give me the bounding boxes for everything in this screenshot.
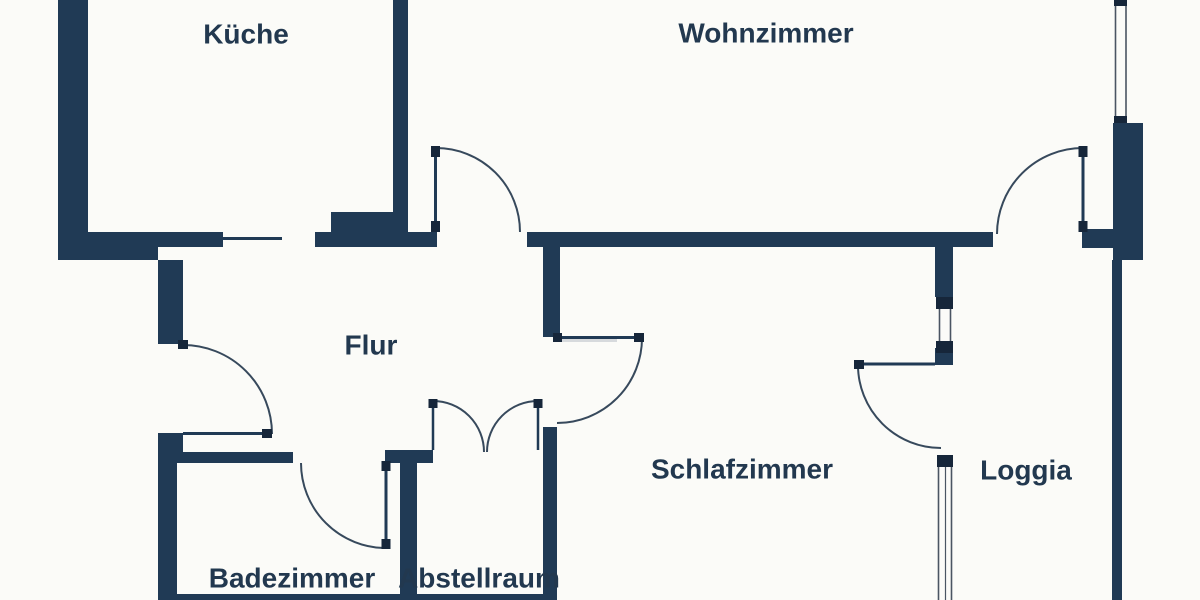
door-jamb <box>178 340 188 349</box>
door-jamb <box>1078 221 1088 232</box>
door-schlafzimmer-loggia <box>854 360 942 449</box>
window-jamb <box>936 297 953 309</box>
door-jamb <box>428 399 438 408</box>
door-jamb <box>854 360 864 369</box>
room-label-kueche: Küche <box>203 19 289 50</box>
wall-segment <box>935 246 953 297</box>
room-label-abstellraum: Abstellraum <box>398 563 560 594</box>
window-loggia-lower <box>937 455 953 600</box>
door-jamb <box>1078 146 1088 157</box>
door-swing-arc <box>432 400 485 453</box>
door-swing-arc <box>857 364 942 449</box>
wall-segment <box>543 246 560 337</box>
door-jamb <box>634 333 644 342</box>
door-jamb <box>381 539 391 549</box>
door-wohnzimmer-loggia <box>996 146 1088 235</box>
door-swing-arc <box>486 400 539 453</box>
window-jamb <box>937 455 953 467</box>
wall-segment <box>58 247 158 260</box>
door-swing-arc <box>300 462 387 549</box>
wall-segment <box>158 260 183 344</box>
watermark-fragment <box>557 338 617 342</box>
wall-segment <box>527 232 993 247</box>
door-jamb <box>381 461 391 471</box>
wall-segment <box>393 0 408 237</box>
wall-segment <box>1113 123 1143 260</box>
room-label-schlafzimmer: Schlafzimmer <box>651 454 833 485</box>
walls <box>58 0 1143 600</box>
doors <box>178 146 1088 549</box>
window-wohnzimmer-right <box>1114 0 1127 123</box>
door-swing-arc <box>996 147 1084 235</box>
wall-segment <box>158 463 177 600</box>
wall-segment <box>331 212 393 233</box>
wall-segment <box>183 452 293 463</box>
door-jamb <box>431 146 440 157</box>
window-jamb <box>1114 0 1127 6</box>
door-swing-arc <box>182 344 273 435</box>
room-label-badezimmer: Badezimmer <box>209 563 376 594</box>
door-flur-schlafzimmer <box>553 333 644 424</box>
door-jamb <box>431 221 440 232</box>
windows <box>936 0 1127 600</box>
wall-segment <box>1112 260 1122 600</box>
door-badezimmer <box>300 461 391 549</box>
door-jamb <box>553 333 562 342</box>
door-flur-wohnzimmer <box>431 146 521 233</box>
window-jamb <box>1114 116 1127 123</box>
wall-segment <box>58 232 223 247</box>
wall-segment <box>400 463 417 600</box>
door-entrance <box>178 340 273 438</box>
door-swing-arc <box>435 147 521 233</box>
room-label-loggia: Loggia <box>980 455 1072 486</box>
wall-segment <box>158 433 183 463</box>
wall-segment <box>385 450 433 463</box>
door-swing-arc <box>556 337 643 424</box>
room-labels: Küche Wohnzimmer Flur Schlafzimmer Loggi… <box>203 18 1072 594</box>
wall-segment <box>543 427 557 600</box>
opening-line <box>223 237 282 240</box>
wall-segment <box>177 594 557 600</box>
door-jamb <box>533 399 543 408</box>
door-jamb <box>262 429 272 438</box>
wall-segment <box>58 0 88 260</box>
wall-segment <box>1082 229 1117 248</box>
room-label-flur: Flur <box>345 330 398 361</box>
wall-segment <box>315 232 437 247</box>
room-label-wohnzimmer: Wohnzimmer <box>678 18 853 49</box>
window-jamb <box>936 341 953 353</box>
window-loggia-upper <box>936 297 953 353</box>
door-abstellraum-double <box>428 399 543 453</box>
